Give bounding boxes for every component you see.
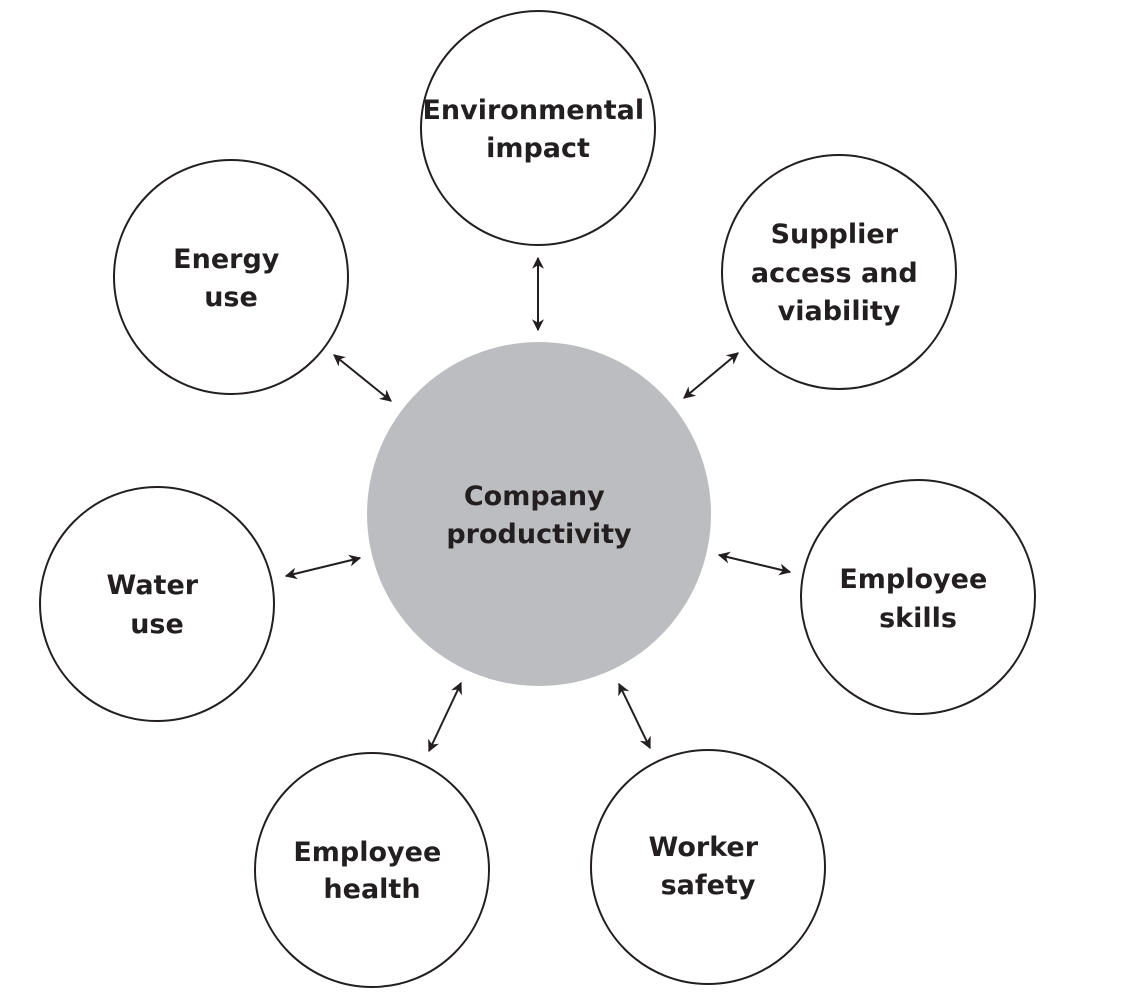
node-label-line: Energy [173, 244, 280, 275]
node-label-line: viability [778, 296, 901, 327]
arrow-employee-skills [717, 551, 792, 576]
node-label-line: safety [661, 870, 756, 901]
node-water-use: Water use [39, 486, 275, 722]
node-employee-skills: Employee skills [800, 479, 1036, 715]
node-worker-safety: Worker safety [590, 749, 826, 985]
arrow-water-use [284, 554, 362, 580]
node-label-line: Supplier [771, 219, 899, 250]
node-label-line: impact [486, 133, 590, 164]
node-label-line: Worker [649, 832, 759, 863]
center-label-line-1: Company [464, 481, 605, 512]
node-label-line: health [323, 874, 420, 905]
node-supplier-access: Supplier access and viability [721, 154, 957, 390]
center-circle [367, 342, 711, 686]
node-label: Energy use [173, 244, 289, 313]
node-label: Worker safety [649, 832, 768, 901]
node-label-line: Water [107, 570, 199, 601]
node-circle [113, 159, 349, 395]
node-label-line: Environmental [422, 95, 644, 126]
node-environmental-impact: Environmental impact [420, 10, 656, 246]
node-circle [590, 749, 826, 985]
arrow-energy-use [333, 354, 392, 402]
arrow-worker-safety [618, 682, 651, 750]
arrow-supplier-access [683, 352, 739, 399]
node-label-line: skills [879, 603, 957, 634]
center-node: Company productivity [367, 342, 711, 686]
arrow-employee-health [428, 681, 462, 753]
node-energy-use: Energy use [113, 159, 349, 395]
node-circle [254, 752, 490, 988]
node-circle [800, 479, 1036, 715]
node-circle [721, 154, 957, 390]
node-label: Water use [107, 570, 208, 640]
node-label-line: Employee [293, 837, 441, 868]
node-label-line: Employee [839, 564, 987, 595]
node-label-line: access and [751, 258, 918, 289]
center-label: Company productivity [446, 481, 632, 550]
node-label: Supplier access and viability [751, 219, 927, 327]
node-circle [420, 10, 656, 246]
center-label-line-2: productivity [446, 519, 632, 550]
node-label: Employee health [293, 837, 450, 905]
node-label: Environmental impact [422, 95, 653, 164]
node-employee-health: Employee health [254, 752, 490, 988]
node-label-line: use [204, 282, 258, 313]
node-circle [39, 486, 275, 722]
node-label: Employee skills [839, 564, 996, 634]
node-label-line: use [130, 609, 184, 640]
